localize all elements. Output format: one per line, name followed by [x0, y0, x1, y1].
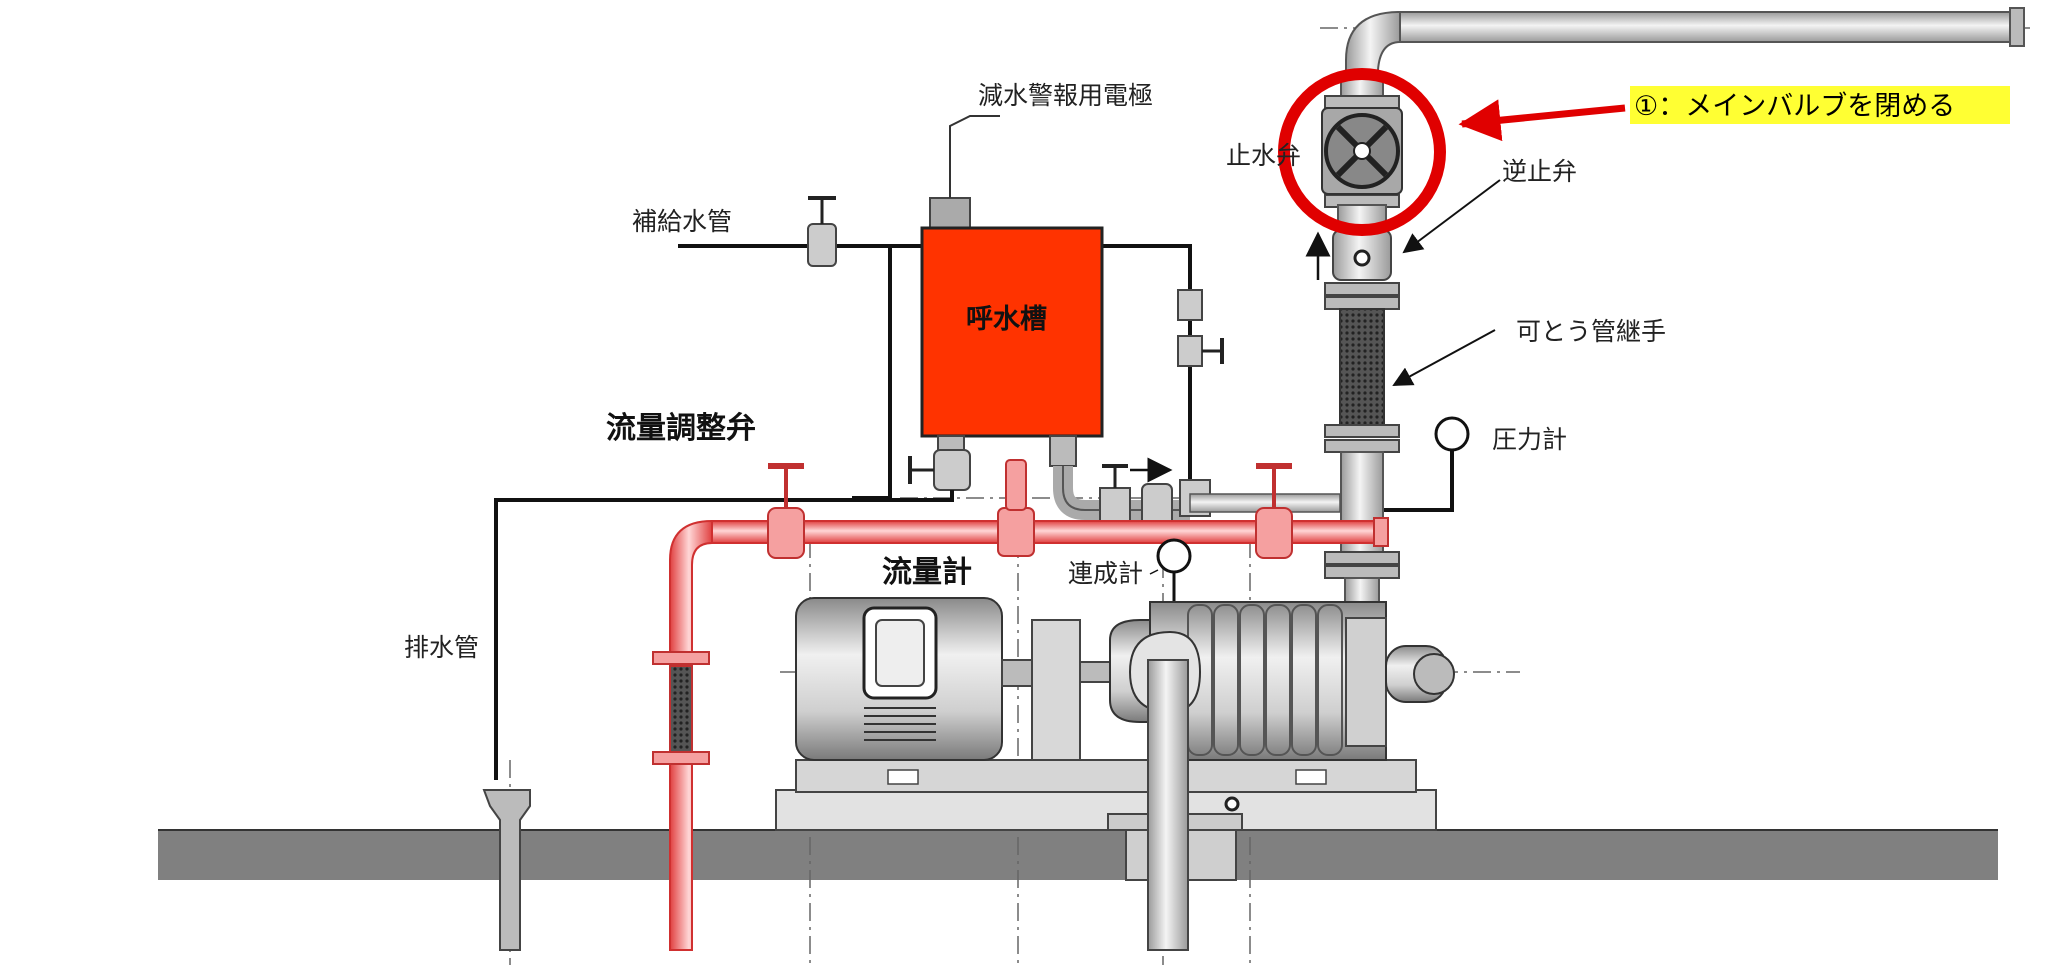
- compound-gauge-leader: [1149, 569, 1159, 575]
- shaft: [1079, 661, 1111, 683]
- flow-meter: [997, 459, 1035, 557]
- pressure-gauge: [1384, 416, 1470, 512]
- callout-arrow: [1458, 99, 1626, 142]
- check-valve-leader: [1402, 179, 1501, 254]
- label-pressure-gauge: 圧力計: [1492, 425, 1567, 454]
- label-flow-meter: 流量計: [882, 555, 972, 590]
- label-flow-valve: 流量調整弁: [606, 411, 756, 446]
- motor: [795, 597, 1033, 761]
- electrode-cap: [929, 197, 971, 229]
- label-stop-valve: 止水弁: [1226, 141, 1301, 170]
- test-line-valve: [1255, 463, 1293, 559]
- discharge-header-pipe: [1345, 7, 2025, 81]
- stop-valve: [1321, 107, 1403, 195]
- pump-base: [775, 759, 1437, 881]
- check-valve-indicator: [1353, 249, 1371, 267]
- makeup-water-pipe: [678, 196, 920, 267]
- main-valve-highlight-circle: [1278, 68, 1446, 236]
- label-drain-pipe: 排水管: [404, 633, 479, 662]
- ground-slab: [158, 830, 1998, 880]
- flow-test-pipe: [652, 517, 1389, 951]
- label-makeup-pipe: 補給水管: [632, 207, 732, 236]
- callout-highlight: [1630, 86, 2010, 124]
- flexible-joint-body: [1339, 308, 1385, 426]
- flexible-joint-leader: [1392, 329, 1496, 386]
- label-priming-tank: 呼水槽: [966, 304, 1047, 335]
- label-electrode: 減水警報用電極: [978, 81, 1153, 110]
- label-check-valve: 逆止弁: [1502, 157, 1577, 186]
- multistage-pump: [1109, 601, 1455, 951]
- label-compound-gauge: 連成計: [1068, 559, 1143, 588]
- flow-adjust-valve: [767, 463, 805, 559]
- label-flexible-joint: 可とう管継手: [1516, 317, 1666, 346]
- callout-text: ①：メインバルブを閉める: [1634, 91, 1955, 122]
- drain-pipe: [482, 498, 835, 951]
- priming-tank: [920, 226, 1104, 438]
- coupling: [1031, 619, 1081, 761]
